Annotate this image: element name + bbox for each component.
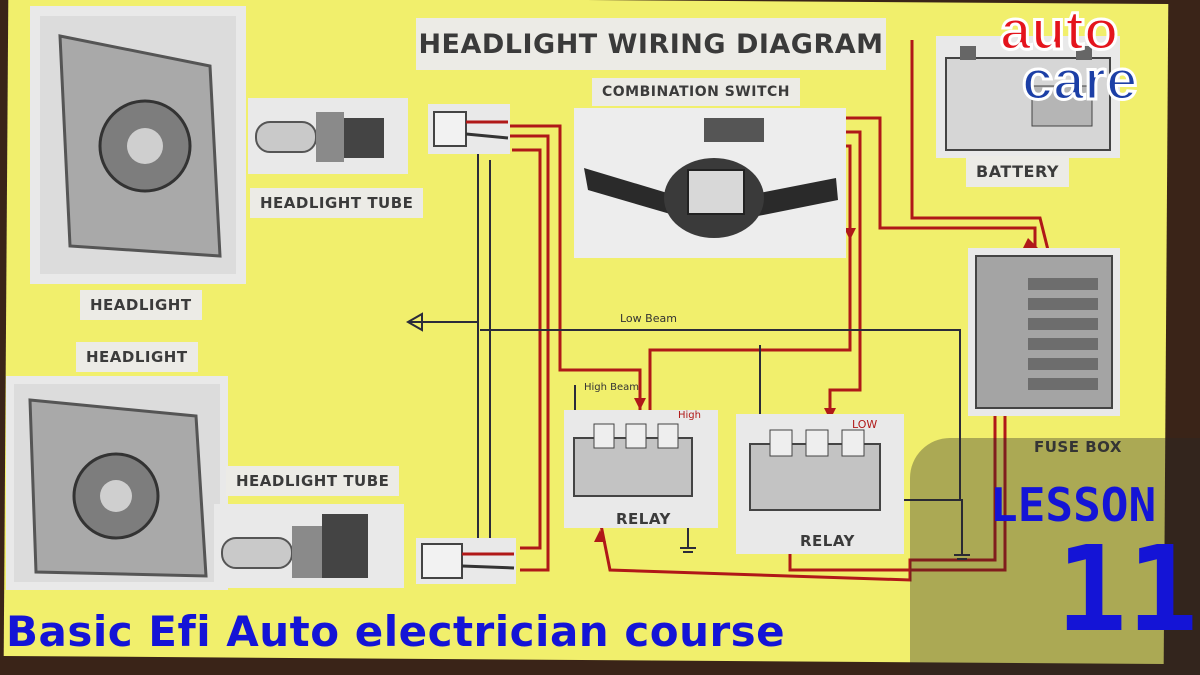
headlight-icon xyxy=(14,384,220,582)
headlight-label-top: HEADLIGHT xyxy=(80,290,202,320)
autocare-logo: auto care xyxy=(992,0,1200,117)
combination-switch-label: COMBINATION SWITCH xyxy=(592,78,800,106)
red-wire xyxy=(508,134,550,572)
course-title: Basic Efi Auto electrician course xyxy=(6,607,786,656)
high-beam-annotation: High Beam xyxy=(584,382,640,393)
connector-top xyxy=(428,104,510,154)
low-beam-annotation: Low Beam xyxy=(620,312,677,325)
red-wire xyxy=(508,124,642,410)
relay-label-left: RELAY xyxy=(616,510,671,528)
bulb-icon xyxy=(255,112,384,162)
lesson-number: 11 xyxy=(1056,520,1199,658)
connector-icon xyxy=(433,111,509,147)
headlight-tube-photo-bottom xyxy=(214,504,404,588)
headlight-icon xyxy=(40,16,236,274)
relay-label-right: RELAY xyxy=(800,532,855,550)
combination-switch-icon xyxy=(584,118,838,238)
relay-photo-right xyxy=(736,414,904,554)
battery-label: BATTERY xyxy=(966,156,1069,187)
bulb-icon xyxy=(221,514,368,578)
headlight-label-bottom: HEADLIGHT xyxy=(76,342,198,372)
high-annotation: High xyxy=(678,410,701,421)
combination-switch-photo xyxy=(574,108,846,258)
relay-photo-left xyxy=(564,410,718,528)
headlight-photo-top xyxy=(30,6,246,284)
logo-care-text: care xyxy=(1020,48,1138,111)
low-annotation: LOW xyxy=(852,418,878,431)
headlight-photo-bottom xyxy=(6,376,228,590)
fuse-box-label: FUSE BOX xyxy=(1034,438,1122,456)
relay-icon xyxy=(749,429,881,511)
fuse-box-icon xyxy=(975,255,1113,409)
connector-bottom xyxy=(416,538,516,584)
battery-photo xyxy=(936,36,1120,158)
headlight-tube-photo-top xyxy=(248,98,408,174)
logo-auto-text: auto xyxy=(998,0,1119,61)
lesson-overlay xyxy=(910,438,1200,675)
connector-icon xyxy=(421,543,515,579)
diagram-title: HEADLIGHT WIRING DIAGRAM xyxy=(416,18,886,70)
headlight-tube-label-bottom: HEADLIGHT TUBE xyxy=(226,466,400,496)
headlight-tube-label-top: HEADLIGHT TUBE xyxy=(250,188,424,218)
lesson-word: LESSON xyxy=(990,478,1157,532)
relay-icon xyxy=(573,423,693,497)
dark-wire xyxy=(420,150,479,561)
fuse-box-photo xyxy=(968,248,1120,416)
battery-icon xyxy=(945,46,1111,151)
